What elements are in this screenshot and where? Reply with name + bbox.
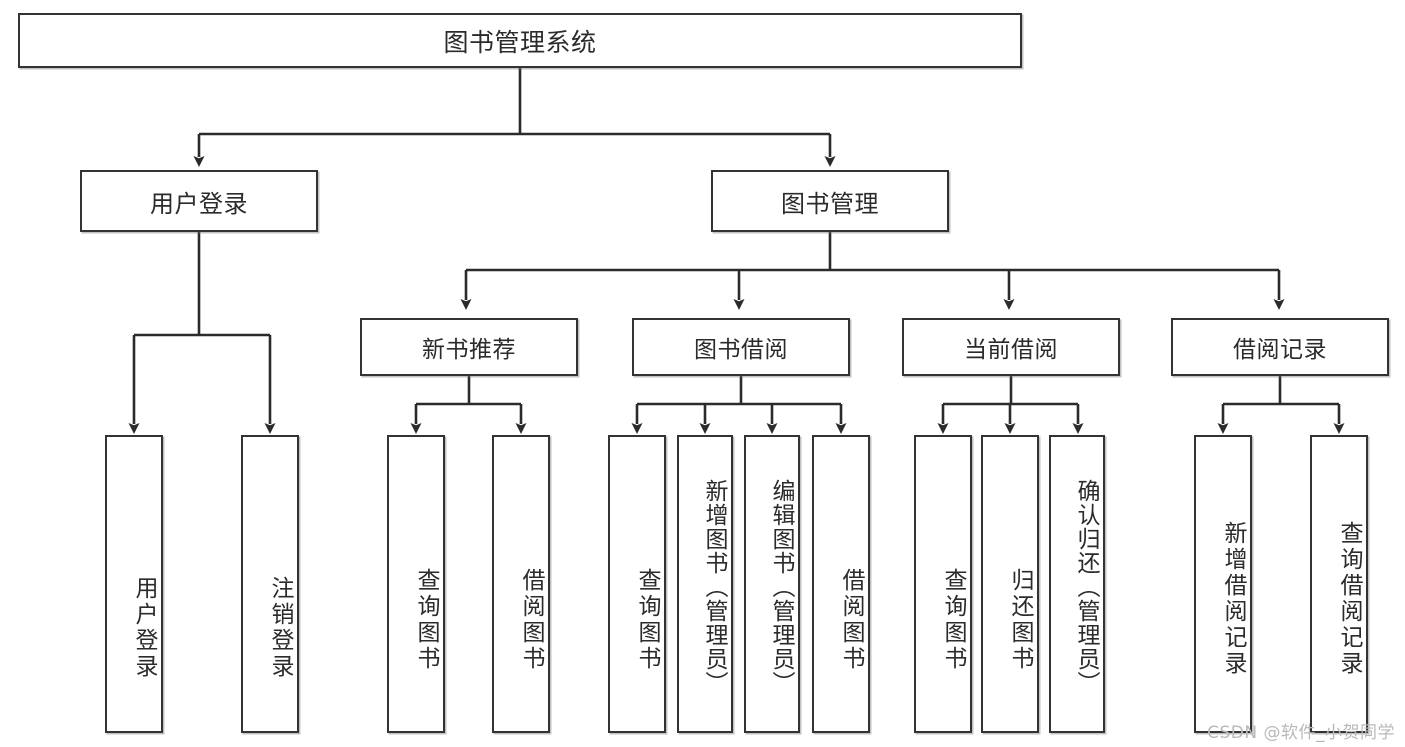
node-leaf-query-book-2-label: 查询图书 [634, 568, 660, 672]
node-leaf-add-record[interactable]: 新增借阅记录 [1194, 435, 1252, 733]
node-root[interactable]: 图书管理系统 [18, 13, 1022, 68]
node-book-borrow-label: 图书借阅 [694, 337, 788, 363]
node-leaf-query-book-3-label: 查询图书 [940, 568, 966, 672]
node-current-borrow-label: 当前借阅 [964, 337, 1058, 363]
node-leaf-return-book-label: 归还图书 [1007, 568, 1033, 672]
node-borrow-record[interactable]: 借阅记录 [1171, 318, 1389, 376]
node-root-label: 图书管理系统 [443, 27, 597, 57]
node-book-borrow[interactable]: 图书借阅 [632, 318, 850, 376]
node-user-login[interactable]: 用户登录 [80, 170, 318, 232]
node-leaf-borrow-book-1[interactable]: 借阅图书 [492, 435, 550, 733]
node-leaf-query-book-3[interactable]: 查询图书 [914, 435, 972, 733]
node-leaf-add-book-label: 新增图书（管理员） [701, 479, 727, 695]
node-borrow-record-label: 借阅记录 [1233, 337, 1327, 363]
node-leaf-logout-label: 注销登录 [267, 576, 293, 680]
node-leaf-return-book[interactable]: 归还图书 [981, 435, 1039, 733]
node-leaf-query-record[interactable]: 查询借阅记录 [1310, 435, 1368, 733]
node-leaf-confirm-return-label: 确认归还（管理员） [1073, 479, 1099, 695]
node-leaf-user-login-label: 用户登录 [131, 576, 157, 680]
node-leaf-borrow-book-2[interactable]: 借阅图书 [812, 435, 870, 733]
node-book-manage[interactable]: 图书管理 [711, 170, 949, 232]
node-new-book-rec-label: 新书推荐 [422, 337, 516, 363]
node-leaf-query-book-1-label: 查询图书 [413, 568, 439, 672]
node-current-borrow[interactable]: 当前借阅 [902, 318, 1120, 376]
node-leaf-edit-book[interactable]: 编辑图书（管理员） [744, 435, 800, 733]
node-leaf-query-book-1[interactable]: 查询图书 [387, 435, 445, 733]
node-leaf-query-record-label: 查询借阅记录 [1336, 521, 1362, 677]
node-leaf-edit-book-label: 编辑图书（管理员） [768, 479, 794, 695]
node-leaf-borrow-book-2-label: 借阅图书 [838, 568, 864, 672]
node-book-manage-label: 图书管理 [781, 189, 879, 218]
node-leaf-add-record-label: 新增借阅记录 [1220, 521, 1246, 677]
node-leaf-logout[interactable]: 注销登录 [241, 435, 299, 733]
node-user-login-label: 用户登录 [150, 189, 248, 218]
node-leaf-add-book[interactable]: 新增图书（管理员） [677, 435, 733, 733]
node-leaf-query-book-2[interactable]: 查询图书 [608, 435, 666, 733]
node-leaf-borrow-book-1-label: 借阅图书 [518, 568, 544, 672]
node-leaf-user-login[interactable]: 用户登录 [105, 435, 163, 733]
node-new-book-rec[interactable]: 新书推荐 [360, 318, 578, 376]
node-leaf-confirm-return[interactable]: 确认归还（管理员） [1049, 435, 1105, 733]
